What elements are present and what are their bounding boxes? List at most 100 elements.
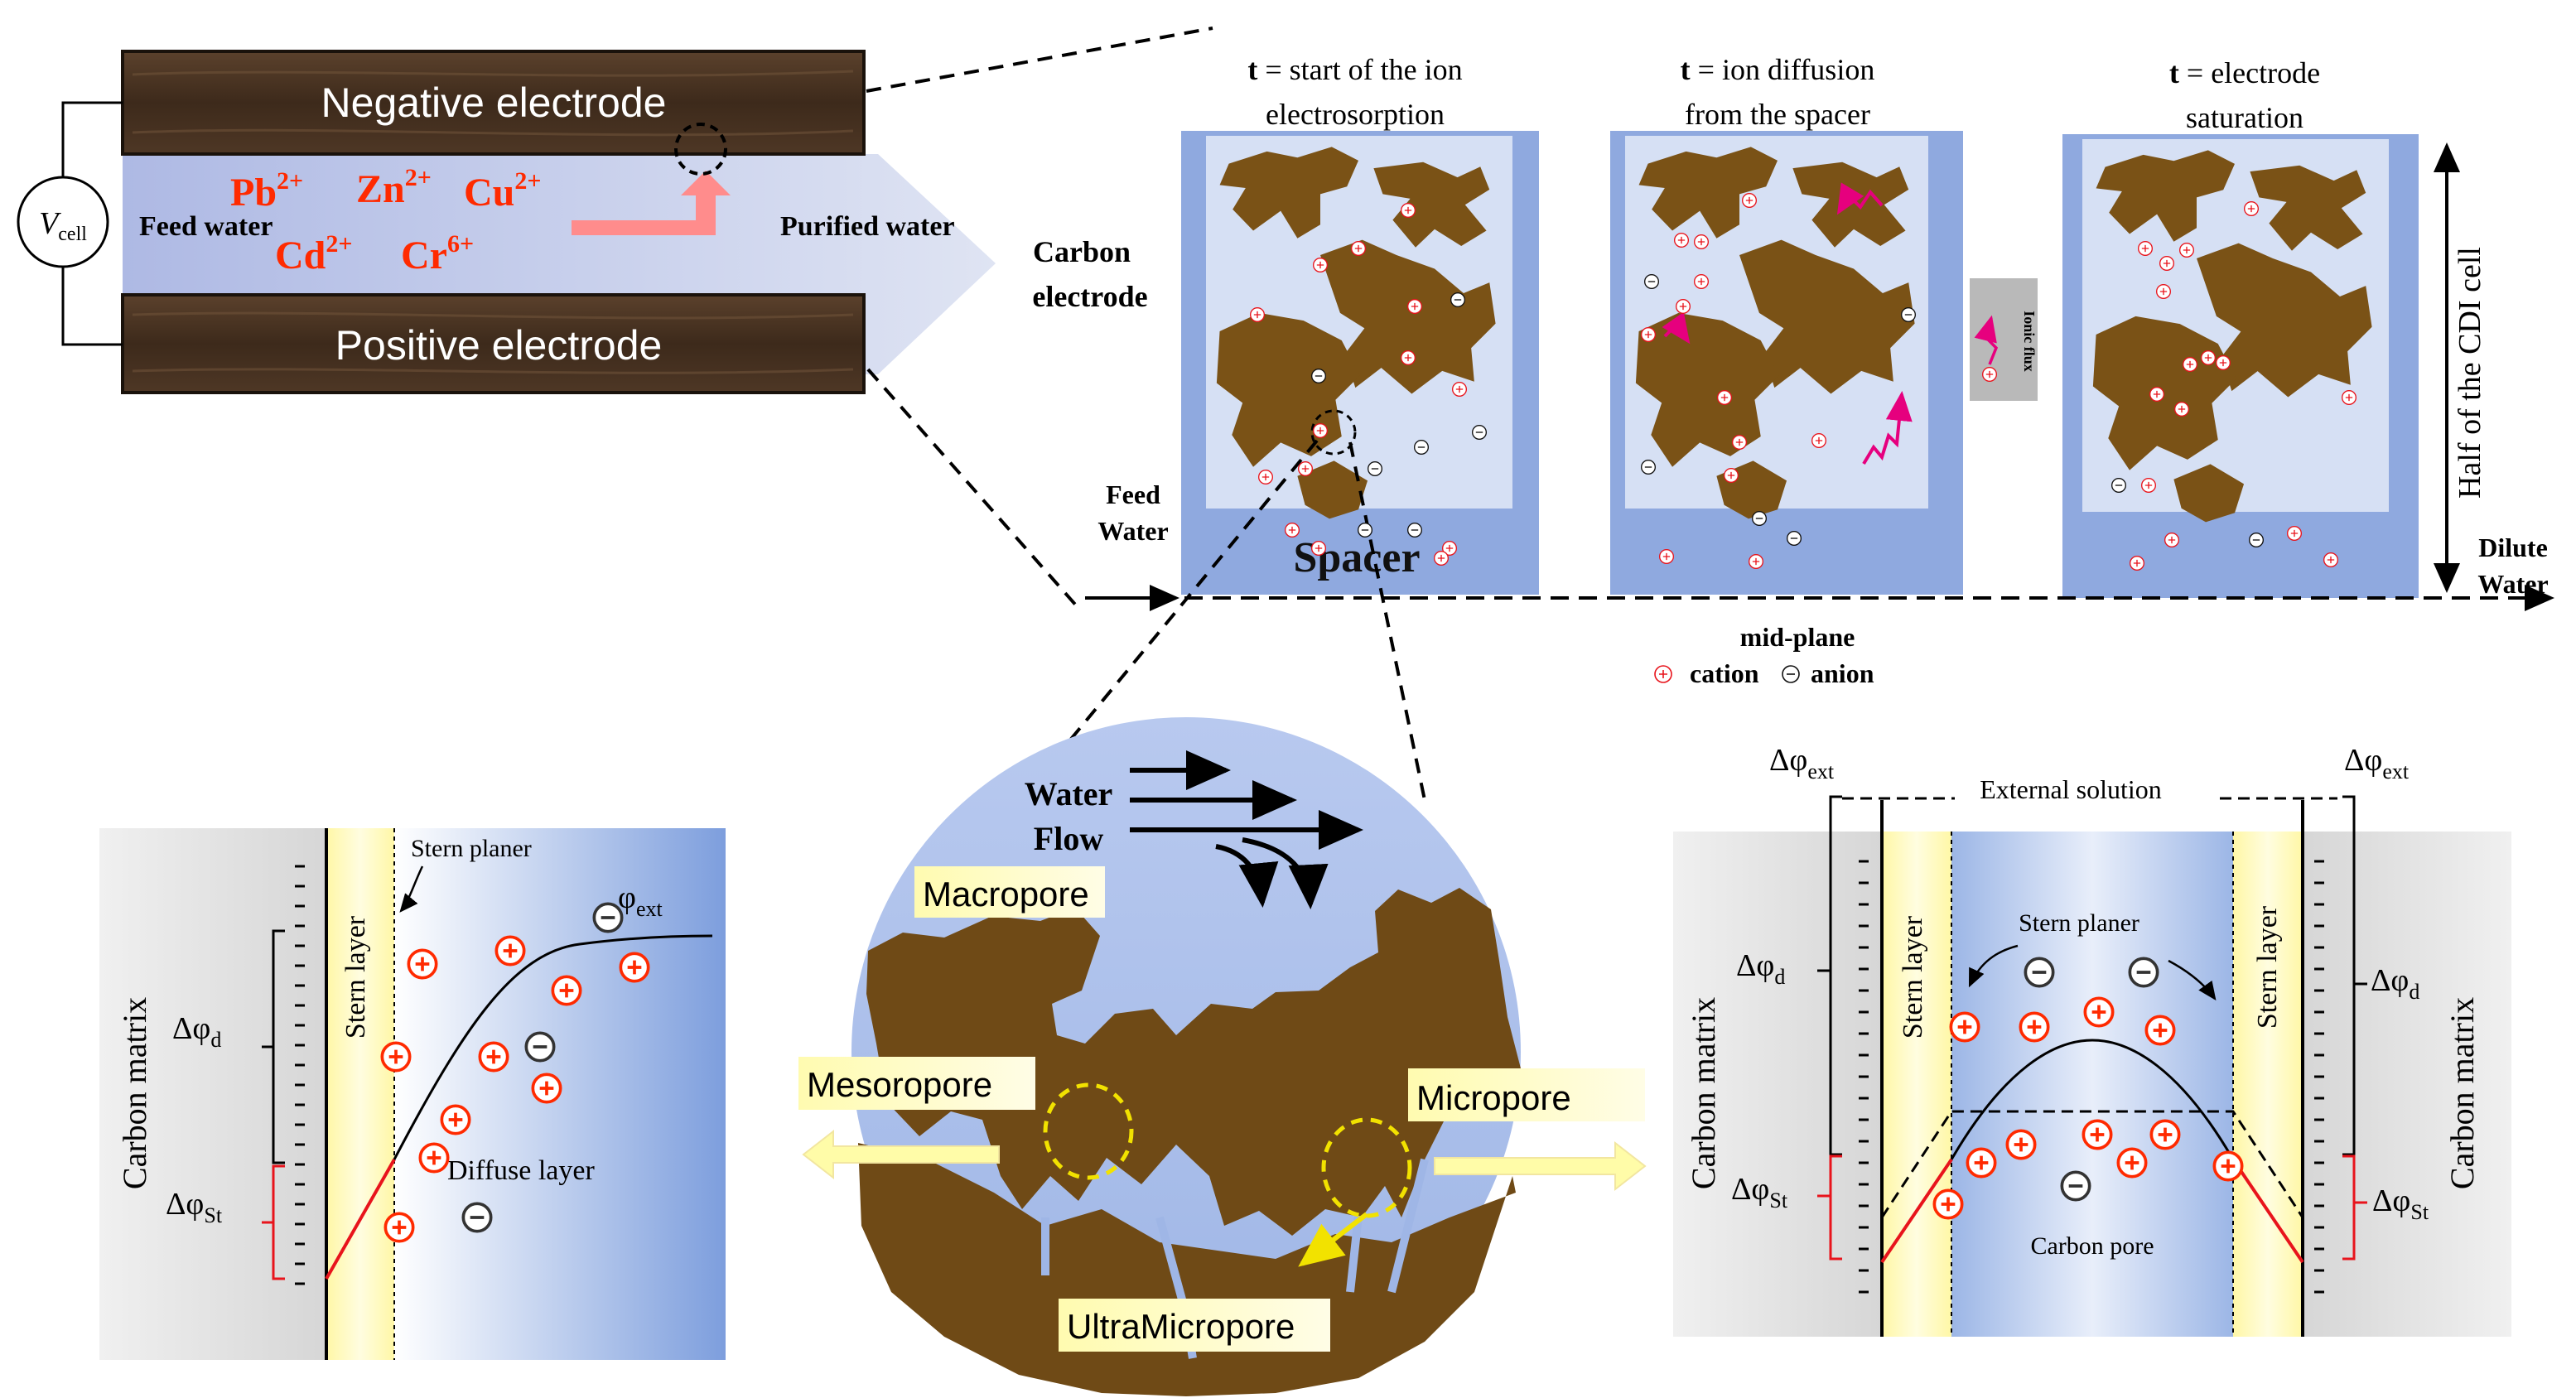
cation-icon [531, 1073, 562, 1104]
feed-water-label: Feed water [139, 211, 273, 242]
stage1-ion [1367, 461, 1383, 476]
zoom-line-top [866, 27, 1213, 93]
stage3-title-1: = electrode [2179, 56, 2320, 89]
stage3-ion [2141, 478, 2156, 493]
pore-potential-stern-right [2231, 1158, 2304, 1264]
cation-icon [619, 952, 650, 983]
water-flow-label-1: Water [1025, 775, 1113, 812]
ion-diffusion-arrow-1 [1836, 182, 1884, 215]
cation-icon [2082, 1119, 2113, 1150]
pore-delta-phi-st-left: ΔφSt [1731, 1172, 1788, 1212]
ext-bracket-left [1817, 795, 1842, 1156]
pore-delta-phi-st-right: ΔφSt [2372, 1183, 2429, 1224]
pore-surface-charge-marks [1859, 860, 2324, 1294]
cation-icon [418, 1142, 450, 1174]
pore-solution [1951, 832, 2233, 1337]
stage2-ion [1640, 326, 1657, 343]
stage1-ion [1400, 350, 1416, 366]
stage1-ion [1257, 470, 1274, 484]
stage1-ion [1406, 298, 1423, 315]
stage1-ion [1450, 292, 1466, 308]
feed-label-2: Water [1097, 516, 1168, 546]
pore-delta-phi-d-right: Δφd [2371, 963, 2419, 1004]
anion-icon [524, 1031, 556, 1063]
stage2-t: t [1681, 53, 1691, 86]
anion-icon [2128, 957, 2159, 988]
cation-icon [440, 1104, 471, 1135]
zoom-line-bottom [866, 368, 1078, 608]
stage3-ion [2159, 255, 2174, 272]
zoom-line-circle-right [1348, 441, 1426, 801]
stage3-ion [2201, 350, 2216, 366]
dilute-label-2: Water [2477, 569, 2548, 599]
anion-icon [592, 902, 624, 933]
st-bracket-left [1817, 1155, 1842, 1261]
stage2-ion [1693, 234, 1709, 250]
macropore-label: Macropore [923, 875, 1089, 914]
stage3-ion [2149, 386, 2164, 403]
stern-planer-pointer-right [2168, 959, 2217, 1001]
delta-phi-ext-left: Δφext [1769, 743, 1835, 783]
anion-icon [461, 1202, 493, 1233]
cdi-cell-schematic: Negative electrode Positive electrode Vc… [17, 27, 1213, 608]
carbon-electrode-label-1: Carbon [1033, 235, 1131, 268]
stage1-title-1: = start of the ion [1257, 53, 1462, 86]
cation-icon [407, 948, 438, 980]
cation-icon [384, 1212, 415, 1243]
mesopore-highlight [1043, 1082, 1134, 1180]
delta-phi-st-label: ΔφSt [166, 1187, 223, 1227]
negative-electrode-plate [121, 50, 866, 156]
phi-ext-label: φext [618, 880, 663, 921]
legend-cation-label: cation [1690, 658, 1759, 688]
anion-icon [2024, 957, 2055, 988]
pore-right-matrix [2303, 832, 2511, 1337]
pore-structure-zoom: Water Flow Macropore Mesoropore Micropor… [798, 717, 1647, 1396]
stage3-ion [2156, 283, 2171, 300]
ionic-flux-label: Ionic flux [2021, 311, 2038, 372]
stage3-ion [2130, 556, 2144, 571]
stage1-ion [1312, 257, 1329, 273]
positive-electrode-label: Positive electrode [335, 322, 663, 369]
ion-diffusion-arrow-2 [1662, 311, 1691, 345]
stage3-t: t [2169, 56, 2179, 89]
cation-icon [2005, 1129, 2037, 1160]
stage1-ion [1249, 306, 1266, 323]
stage1-ion [1350, 240, 1367, 257]
svg-text:t = start of the ion: t = start of the ion [1247, 53, 1462, 86]
ion-cr: Cr6+ [401, 230, 474, 277]
edl-overlapping-pore: External solution Δφext Δφext Δφd Δφd Δφ… [1673, 743, 2511, 1337]
water-flow-label-2: Flow [1034, 820, 1104, 857]
zoom-highlight-circle [674, 123, 727, 176]
stage2-ion [1658, 549, 1675, 564]
mesopore-arrow [802, 1129, 1000, 1180]
potential-curve-diffuse [393, 934, 713, 1160]
carbon-pore-body [866, 888, 1521, 1236]
stage3-ion [2138, 240, 2153, 257]
pore-right-stern [2233, 832, 2303, 1337]
ion-diffusion-arrow-3 [1862, 391, 1913, 465]
stage-panel-start: t = start of the ion electrosorption Spa… [1181, 53, 1539, 595]
cation-icon [2212, 1150, 2244, 1182]
stage2-ion [1742, 193, 1757, 208]
cation-icon [2019, 1011, 2050, 1043]
stern-planer-pointer [399, 865, 424, 913]
stage3-ion [2179, 242, 2194, 258]
stage-panel-saturation: t = electrode saturation [2062, 56, 2419, 598]
delta-phi-st-bracket [262, 1164, 285, 1280]
stage1-title-2: electrosorption [1266, 98, 1445, 131]
ion-pb: Pb2+ [230, 167, 303, 215]
pore-potential-curve [1950, 1039, 2235, 1160]
stage-panel-diffusion: t = ion diffusion from the spacer [1610, 53, 1963, 595]
pore-stern-layer-right: Stern layer [2252, 905, 2283, 1029]
cation-icon [2116, 1147, 2148, 1179]
ultramicropore-arrow [1298, 1212, 1368, 1267]
edl-carbon-matrix-region [99, 828, 326, 1360]
pore-stern-planer-label: Stern planer [2019, 909, 2139, 937]
stage1-ion [1471, 425, 1488, 440]
ion-zn: Zn2+ [356, 164, 432, 211]
carbon-pore-bottom [858, 1143, 1516, 1396]
ultramicropore-callout [1059, 1299, 1330, 1352]
pore-left-matrix [1673, 832, 1882, 1337]
cation-icon [380, 1041, 412, 1073]
cation-icon [2149, 1119, 2181, 1150]
